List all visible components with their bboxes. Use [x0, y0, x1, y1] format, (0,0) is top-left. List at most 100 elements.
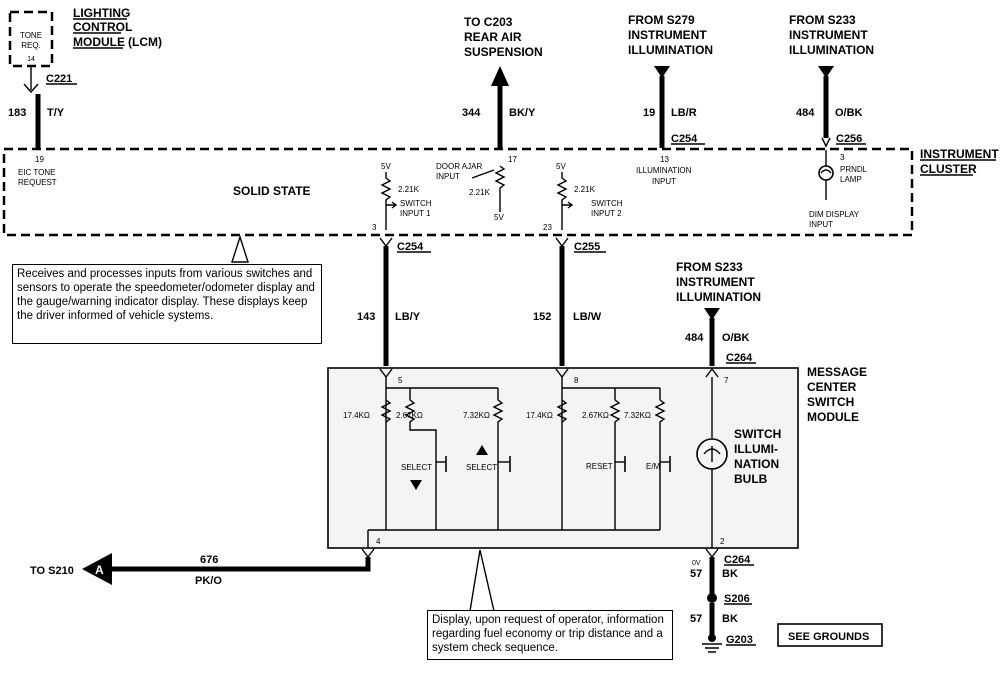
r2-67k-a-icon — [404, 399, 437, 530]
r7-32k-b-icon — [654, 399, 666, 530]
lcm-title-suffix: (LCM) — [128, 35, 162, 49]
door-ajar-label-1: DOOR AJAR — [436, 162, 482, 171]
wire-57b-circuit: 57 — [690, 613, 702, 625]
msm-pin5: 5 — [398, 376, 403, 385]
cluster-callout-pointer — [231, 234, 249, 263]
wire-183-color: T/Y — [47, 107, 65, 119]
r2-67k-b-icon — [609, 399, 621, 530]
msm-pin7: 7 — [724, 376, 729, 385]
s206-label: S206 — [724, 593, 750, 605]
solid-state-label: SOLID STATE — [233, 184, 311, 198]
r17-4k-b-label: 17.4KΩ — [526, 411, 553, 420]
msm-pin7-symbol — [705, 367, 719, 378]
select-down-arrow-icon — [410, 480, 422, 490]
s233-line-2: INSTRUMENT — [789, 28, 868, 42]
s233b-line-1: FROM S233 — [676, 260, 743, 274]
lcm-title-1: LIGHTING — [73, 6, 130, 20]
wire-676 — [112, 557, 371, 572]
switch1-arrow — [386, 201, 398, 209]
s233-line-1: FROM S233 — [789, 13, 856, 27]
lcm-pin-label-2: REQ. — [21, 41, 41, 50]
s233-line-3: ILLUMINATION — [789, 43, 874, 57]
msm-pin4: 4 — [376, 537, 381, 546]
wire-143-circuit: 143 — [357, 311, 375, 323]
door-ajar-leader — [471, 169, 495, 179]
msm-box — [327, 367, 799, 549]
s206-splice-icon — [707, 593, 717, 603]
c264-bottom-symbol — [705, 548, 719, 559]
wire-484-circuit: 484 — [796, 107, 815, 119]
msm-title-1: MESSAGE — [807, 365, 867, 379]
switch1-label-1: SWITCH — [400, 199, 432, 208]
r2-67k-b-label: 2.67KΩ — [582, 411, 609, 420]
wire-484-color: O/BK — [835, 107, 863, 119]
msm-pin8: 8 — [574, 376, 579, 385]
c256-connector-symbol — [821, 137, 831, 148]
illum-input-label-1: ILLUMINATION — [636, 166, 692, 175]
switch1-label-2: INPUT 1 — [400, 209, 431, 218]
pin17: 17 — [508, 155, 517, 164]
msm-callout-text: Display, upon request of operator, infor… — [432, 614, 664, 654]
wire-19-circuit: 19 — [643, 107, 655, 119]
msm-common-bus — [367, 529, 660, 548]
connector-a-label: A — [95, 563, 104, 577]
wire-57b-color: BK — [722, 613, 738, 625]
switch2-label-2: INPUT 2 — [591, 209, 622, 218]
lcm-pin-label-1: TONE — [20, 31, 42, 40]
switch2-resistor-value: 2.21K — [574, 185, 596, 194]
switch2-5v: 5V — [556, 162, 566, 171]
s279-line-2: INSTRUMENT — [628, 28, 707, 42]
rear-air-line-2: REAR AIR — [464, 30, 522, 44]
dim-input-label-2: INPUT — [809, 220, 833, 229]
r7-32k-a-label: 7.32KΩ — [463, 411, 490, 420]
r2-67k-a-label: 2.67KΩ — [396, 411, 423, 420]
lcm-title-2: CONTROL — [73, 20, 132, 34]
wire-344-circuit: 344 — [462, 107, 481, 119]
wire-152-circuit: 152 — [533, 311, 551, 323]
see-grounds-box[interactable] — [777, 623, 883, 647]
s233-splice-arrow-icon — [818, 66, 834, 78]
cluster-callout: Receives and processes inputs from vario… — [12, 264, 322, 344]
wire-19-color: LB/R — [671, 107, 697, 119]
em-label: E/M — [646, 462, 661, 471]
wire-152-color: LB/W — [573, 311, 602, 323]
select-down-label: SELECT — [401, 463, 432, 472]
pin4-connector-symbol — [361, 548, 375, 559]
switch1-5v: 5V — [381, 162, 391, 171]
c221-label: C221 — [46, 73, 72, 85]
g203-label: G203 — [726, 634, 753, 646]
select-up-arrow-icon — [476, 445, 488, 455]
door-ajar-label-2: INPUT — [436, 172, 460, 181]
c256-label: C256 — [836, 133, 862, 145]
s233b-line-2: INSTRUMENT — [676, 275, 755, 289]
prndl-pin3: 3 — [840, 153, 845, 162]
msm-left-bus — [385, 377, 499, 530]
msm-callout: Display, upon request of operator, infor… — [427, 610, 673, 660]
cluster-callout-text: Receives and processes inputs from vario… — [17, 268, 315, 322]
bulb-label-2: ILLUMI- — [734, 442, 778, 456]
r17-4k-a-label: 17.4KΩ — [343, 411, 370, 420]
s279-line-3: ILLUMINATION — [628, 43, 713, 57]
zero-volt-label: 0V — [692, 560, 701, 567]
switch2-arrow — [562, 201, 574, 209]
rear-air-line-1: TO C203 — [464, 15, 513, 29]
cluster-title-1: INSTRUMENT — [920, 147, 999, 161]
bulb-label-4: BULB — [734, 472, 768, 486]
r7-32k-b-label: 7.32KΩ — [624, 411, 651, 420]
c255-label: C255 — [574, 241, 600, 253]
msm-right-bus — [561, 377, 661, 530]
lcm-pin-number: 14 — [27, 56, 35, 63]
bulb-filament — [703, 446, 721, 462]
s233b-line-3: ILLUMINATION — [676, 290, 761, 304]
wire-143-color: LB/Y — [395, 311, 421, 323]
switch2-resistor-icon — [556, 177, 568, 230]
r7-32k-a-icon — [492, 399, 504, 530]
c254-label: C254 — [397, 241, 424, 253]
see-grounds-label[interactable]: SEE GROUNDS — [788, 631, 869, 643]
s233b-splice-arrow-icon — [704, 308, 720, 320]
reset-label: RESET — [586, 462, 613, 471]
msm-callout-pointer — [469, 549, 495, 612]
r17-4k-a-icon — [380, 399, 392, 423]
c255-connector-symbol — [555, 237, 569, 248]
prndl-filament — [820, 169, 832, 174]
